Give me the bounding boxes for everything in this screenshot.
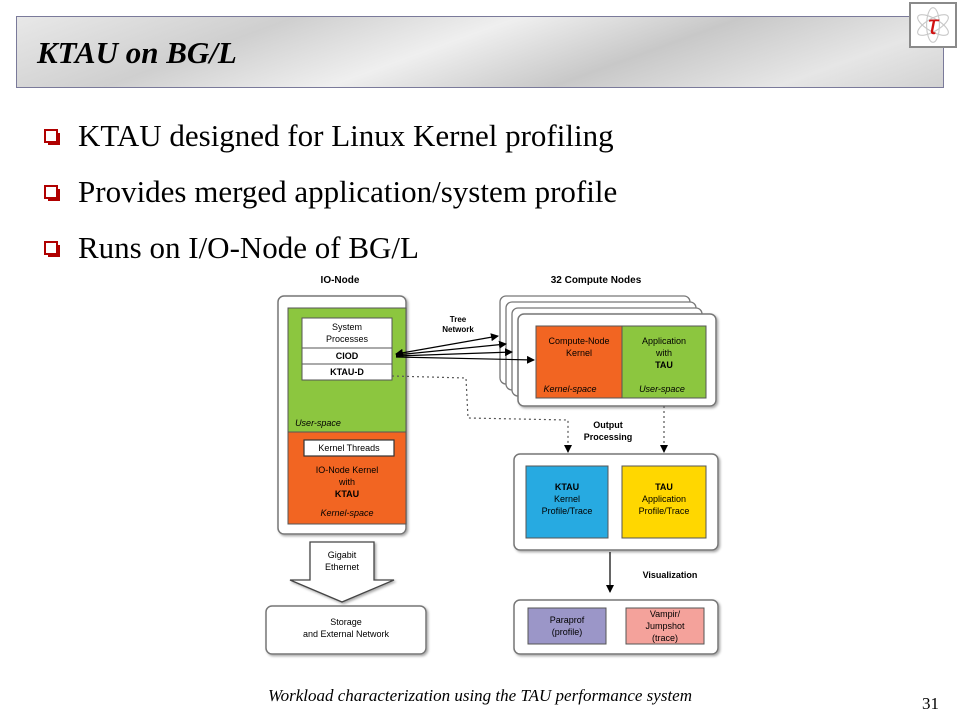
application-text: TAU (655, 360, 673, 370)
bullet-list: KTAU designed for Linux Kernel profiling… (44, 108, 617, 276)
tau-glyph: τ (928, 9, 940, 40)
tree-network-text: Network (442, 325, 474, 334)
tau-profile-text: Application (642, 494, 686, 504)
application-text: with (655, 348, 672, 358)
title-bar: KTAU on BG/L (16, 16, 944, 88)
gigabit-text: Ethernet (325, 562, 360, 572)
vampir-text: (trace) (652, 633, 678, 643)
vampir-box (625, 607, 705, 645)
user-space-text: User-space (295, 418, 341, 428)
io-kernel-text: with (338, 477, 355, 487)
paraprof-box (527, 607, 607, 645)
square-bullet-icon (44, 129, 60, 145)
io-node-label: IO-Node (321, 275, 360, 286)
bullet-item: Runs on I/O-Node of BG/L (44, 220, 617, 276)
ciod-text: CIOD (336, 351, 359, 361)
slide-footer: Workload characterization using the TAU … (267, 686, 692, 705)
storage-text: Storage (330, 617, 362, 627)
bullet-text: Runs on I/O-Node of BG/L (78, 230, 419, 265)
compute-nodes-label: 32 Compute Nodes (551, 275, 642, 286)
output-processing-text: Output (593, 420, 623, 430)
bullet-item: Provides merged application/system profi… (44, 164, 617, 220)
visualization-text: Visualization (643, 570, 698, 580)
system-processes-text: Processes (326, 334, 369, 344)
output-processing-text: Processing (584, 432, 633, 442)
paraprof-text: (profile) (552, 627, 583, 637)
gigabit-text: Gigabit (328, 550, 357, 560)
tree-network-arrow (395, 348, 513, 357)
ktau-profile-box (525, 465, 609, 539)
application-text: Application (642, 336, 686, 346)
tree-network-arrow (395, 355, 535, 364)
tau-atom-logo-icon: τ (909, 2, 957, 48)
ktau-profile-text: KTAU (555, 482, 579, 492)
storage-box (265, 605, 427, 655)
system-processes-text: System (332, 322, 362, 332)
cn-kernel-text: Compute-Node (548, 336, 609, 346)
cn-kernel-text: Kernel (566, 348, 592, 358)
kernel-threads-box (303, 439, 395, 457)
ktau-architecture-diagram: IO-Node System Processes CIOD KTAU-D Use… (265, 275, 719, 655)
ktau-d-text: KTAU-D (330, 367, 364, 377)
tau-profile-box (621, 465, 707, 539)
ktau-d-box (301, 363, 393, 381)
slide-title: KTAU on BG/L (37, 35, 237, 70)
ktau-profile-text: Kernel (554, 494, 580, 504)
io-kernel-text: KTAU (335, 489, 359, 499)
ktau-profile-text: Profile/Trace (542, 506, 593, 516)
bullet-item: KTAU designed for Linux Kernel profiling (44, 108, 617, 164)
kernel-space-text: Kernel-space (320, 508, 373, 518)
tree-network-arrow (395, 333, 499, 357)
bullet-text: Provides merged application/system profi… (78, 174, 618, 209)
cn-kernel-space-text: Kernel-space (543, 384, 596, 394)
io-kernel-text: IO-Node Kernel (316, 465, 379, 475)
paraprof-text: Paraprof (550, 615, 585, 625)
tree-network-arrow (395, 340, 507, 356)
tau-profile-text: TAU (655, 482, 673, 492)
tau-profile-text: Profile/Trace (639, 506, 690, 516)
cn-app-region (621, 325, 707, 399)
bullet-text: KTAU designed for Linux Kernel profiling (78, 118, 614, 153)
kernel-threads-text: Kernel Threads (318, 443, 380, 453)
page-number: 31 (922, 694, 939, 713)
app-user-space-text: User-space (639, 384, 685, 394)
vampir-text: Jumpshot (645, 621, 685, 631)
tree-network-text: Tree (450, 315, 467, 324)
square-bullet-icon (44, 185, 60, 201)
storage-text: and External Network (303, 629, 390, 639)
square-bullet-icon (44, 241, 60, 257)
gigabit-ethernet-arrow (289, 541, 395, 603)
vampir-text: Vampir/ (650, 609, 681, 619)
